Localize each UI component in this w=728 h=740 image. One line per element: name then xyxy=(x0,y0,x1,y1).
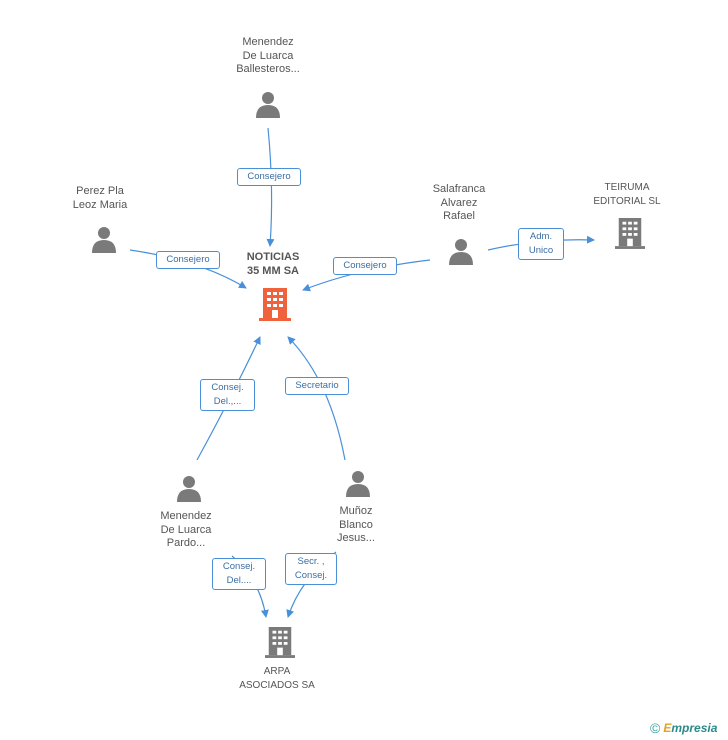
person-icon xyxy=(256,92,280,118)
person-icon xyxy=(346,471,370,497)
empresia-logo[interactable]: © Empresia xyxy=(650,720,717,736)
node-label-top-person[interactable]: Menendez De Luarca Ballesteros... xyxy=(236,36,300,75)
edge-label-top[interactable]: Consejero xyxy=(237,168,301,186)
edge-label-munoz-arpa[interactable]: Secr. , Consej. xyxy=(285,553,337,585)
copyright-icon: © xyxy=(650,720,661,736)
building-icon xyxy=(259,288,291,321)
node-label-teiruma[interactable]: TEIRUMA EDITORIAL SL xyxy=(593,182,661,207)
node-label-arpa[interactable]: ARPA ASOCIADOS SA xyxy=(239,666,315,691)
edge-top-center xyxy=(266,127,275,247)
edge-munoz-center xyxy=(287,336,346,461)
person-icon xyxy=(449,239,473,265)
person-icon xyxy=(92,227,116,253)
edge-label-pardo-arpa[interactable]: Consej. Del.... xyxy=(212,558,266,590)
node-label-left-person[interactable]: Perez Pla Leoz Maria xyxy=(72,185,128,211)
building-icon xyxy=(615,218,645,249)
person-icon xyxy=(177,476,201,502)
edge-label-left[interactable]: Consejero xyxy=(156,251,220,269)
edge-label-pardo-center[interactable]: Consej. Del.,... xyxy=(200,379,255,411)
edge-label-right[interactable]: Consejero xyxy=(333,257,397,275)
node-label-right-person[interactable]: Salafranca Alvarez Rafael xyxy=(432,183,486,222)
node-label-pardo-person[interactable]: Menendez De Luarca Pardo... xyxy=(160,510,212,549)
brand-name: Empresia xyxy=(663,721,718,735)
node-label-munoz-person[interactable]: Muñoz Blanco Jesus... xyxy=(337,505,375,544)
node-label-center-company[interactable]: NOTICIAS 35 MM SA xyxy=(246,251,300,277)
edge-label-adm[interactable]: Adm. Unico xyxy=(518,228,564,260)
building-icon xyxy=(265,627,295,658)
edge-label-munoz-center[interactable]: Secretario xyxy=(285,377,349,395)
